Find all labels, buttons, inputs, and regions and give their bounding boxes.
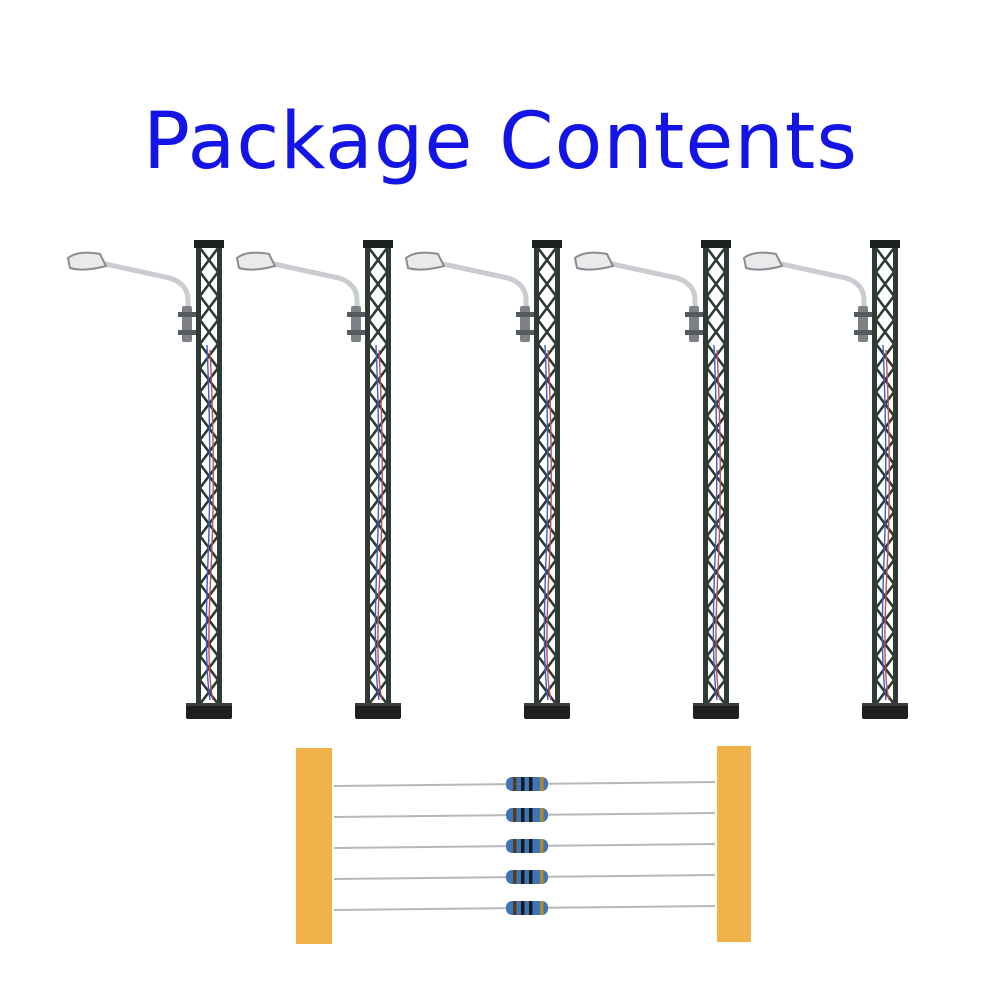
lamp-head [235,251,277,271]
mast-cap [532,240,562,248]
resistor-band [513,901,517,915]
lattice-mast-lamp-icon [573,240,739,719]
resistor-band [513,870,517,884]
resistor-band [513,777,517,791]
resistor-band [540,808,544,822]
mast-rail [893,240,898,703]
resistor-icon [333,808,716,822]
resistor-band [529,777,533,791]
lattice-mast-lamp-icon [742,240,908,719]
resistor-band [540,870,544,884]
mast-base-edge [524,703,570,706]
mast-cap [701,240,731,248]
resistor-icon [333,870,716,884]
resistor-band [513,808,517,822]
resistor-band [521,777,525,791]
mast-base-edge [862,703,908,706]
mast-base [524,703,570,719]
mast-rail [386,240,391,703]
clamp-bolt [516,330,534,335]
mast-cap [363,240,393,248]
wire-blue [205,344,211,701]
mast-base [186,703,232,719]
clamp-bolt [854,330,872,335]
mast-base [355,703,401,719]
mast-rail [534,240,539,703]
wire-blue [712,344,718,701]
mast-cap [870,240,900,248]
mast-rail [555,240,560,703]
clamp-bolt [347,312,365,317]
resistor-band [521,839,525,853]
clamp-bolt [685,330,703,335]
wire-red [715,349,721,701]
mast-base-edge [186,703,232,706]
wire-red [208,349,214,701]
lamp-arm [431,259,529,313]
mast-clamp [520,306,530,342]
mast-base [693,703,739,719]
wire-blue [374,344,380,701]
tape-strip-icon [717,746,751,942]
lattice-mast-lamp-icon [235,240,401,719]
clamp-bolt [685,312,703,317]
mast-clamp [182,306,192,342]
lamp-arm [262,259,360,313]
mast-base-edge [355,703,401,706]
mast-clamp [689,306,699,342]
lamp-head [742,251,784,271]
resistor-band [529,839,533,853]
lamp-head [573,251,615,271]
resistor-band [513,839,517,853]
lamp-arm [93,259,191,313]
resistor-strip-group [296,746,751,944]
wire-red [884,349,890,701]
resistor-band [529,901,533,915]
wire-red [546,349,552,701]
wire-red [377,349,383,701]
mast-base-edge [693,703,739,706]
mast-rail [217,240,222,703]
resistor-band [540,901,544,915]
lattice-mast-lamp-icon [404,240,570,719]
clamp-bolt [178,330,196,335]
clamp-bolt [854,312,872,317]
page-title: Package Contents [143,97,858,187]
resistor-band [529,808,533,822]
mast-rail [196,240,201,703]
resistor-icon [333,777,716,791]
resistor-band [540,839,544,853]
lamp-arm [769,259,867,313]
lamp-head [404,251,446,271]
resistor-band [521,808,525,822]
lamp-arm [600,259,698,313]
lamp-head [66,251,108,271]
resistor-icon [333,839,716,853]
mast-clamp [858,306,868,342]
clamp-bolt [347,330,365,335]
resistor-band [521,901,525,915]
resistor-band [529,870,533,884]
mast-rail [703,240,708,703]
mast-rail [365,240,370,703]
mast-base [862,703,908,719]
wire-blue [881,344,887,701]
resistor-icon [333,901,716,915]
resistor-band [540,777,544,791]
clamp-bolt [516,312,534,317]
mast-clamp [351,306,361,342]
clamp-bolt [178,312,196,317]
lattice-mast-lamp-icon [66,240,232,719]
mast-cap [194,240,224,248]
tape-strip-icon [296,748,332,944]
mast-rail [872,240,877,703]
wire-blue [543,344,549,701]
lamp-posts-group [66,240,908,719]
resistor-band [521,870,525,884]
mast-rail [724,240,729,703]
